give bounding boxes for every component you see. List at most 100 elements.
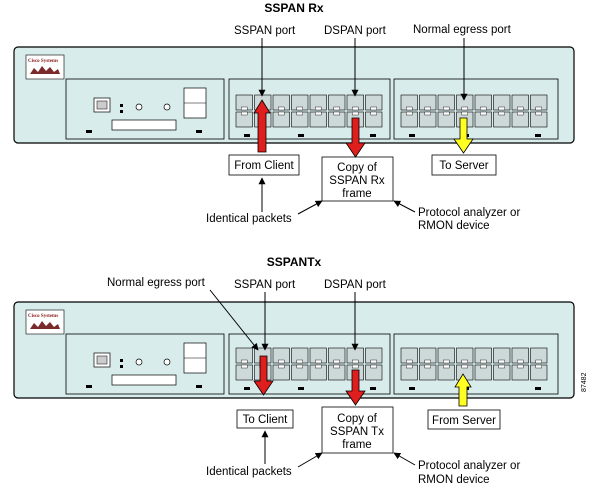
panel-sspan-rx: SSPAN Rx Cisco Systems [13,1,575,232]
port-latch [480,111,487,116]
port-latch [296,106,303,111]
port-latch [406,364,413,369]
port-latch [296,364,303,369]
normal-egress-pointer [209,289,259,351]
line-card-2 [393,333,559,395]
port-latch [333,364,340,369]
analyzer-pointer [393,452,416,466]
identical-packets-label: Identical packets [206,213,292,225]
figure-number: 87482 [581,372,588,392]
port-latch [461,359,468,364]
analyzer-line2: RMON device [418,220,490,232]
port-grid-1 [235,347,383,390]
cisco-logo-text: Cisco Systems [28,314,58,319]
port-latch [315,106,322,111]
copy-frame-line1: Copy of [337,162,377,174]
port-latch [333,111,340,116]
panel-title: SSPAN Rx [264,1,323,15]
from-server-label: From Server [432,415,496,427]
status-led [244,387,250,390]
port-latch [480,359,487,364]
port-latch [352,106,359,111]
port-latch [535,364,542,369]
status-led [370,387,376,390]
port-latch [370,111,377,116]
port-latch [241,111,248,116]
port-latch [461,364,468,369]
port-latch [278,111,285,116]
port-latch [498,106,505,111]
status-led [370,134,376,137]
port-latch [517,364,524,369]
sspan-port-label: SSPAN port [234,25,296,37]
port-latch [424,364,431,369]
copy-frame-line3: frame [342,188,371,200]
cisco-logo [25,54,65,80]
status-led [298,134,304,137]
module-leds [86,359,202,388]
status-led [535,134,541,137]
port-latch [352,359,359,364]
port-latch [498,111,505,116]
identical-packets-label: Identical packets [206,466,292,478]
sspan-port-label: SSPAN port [234,279,296,291]
port-latch [424,111,431,116]
analyzer-line2: RMON device [418,474,490,486]
switch-chassis: Cisco Systems [13,301,575,399]
port-latch [517,111,524,116]
copy-frame-line1: Copy of [337,413,377,425]
port-latch [333,359,340,364]
normal-egress-port-label: Normal egress port [107,277,206,289]
analyzer-line1: Protocol analyzer or [418,207,520,219]
port-latch [535,359,542,364]
port-latch [296,111,303,116]
to-server-label: To Server [439,160,488,172]
dspan-port-label: DSPAN port [324,25,387,37]
port-latch [278,364,285,369]
port-latch [406,359,413,364]
port-latch [424,106,431,111]
from-client-box [228,154,300,176]
port-latch [370,359,377,364]
status-led [244,134,250,137]
identical-packets-pointer-right [297,200,323,215]
to-client-box [236,409,294,429]
port-latch [443,364,450,369]
analyzer-line1: Protocol analyzer or [418,460,520,472]
port-latch [517,106,524,111]
from-server-box [427,409,501,430]
status-led [535,387,541,390]
port-latch [241,364,248,369]
port-latch [461,106,468,111]
port-latch [241,106,248,111]
copy-frame-line3: frame [342,439,371,451]
port-latch [278,106,285,111]
panel-title: SSPANTx [267,255,322,269]
port-latch [480,364,487,369]
module-leds [86,104,202,133]
to-server-box [431,154,497,176]
status-led [409,387,415,390]
port-latch [443,111,450,116]
port-latch [498,364,505,369]
cisco-logo [25,309,65,335]
port-grid-2 [400,347,548,390]
normal-egress-port-label: Normal egress port [413,24,512,36]
yellow-arrow-up-icon [454,373,472,407]
status-led [298,387,304,390]
from-client-label: From Client [234,160,294,172]
red-arrow-down-icon [345,117,366,158]
port-latch [498,359,505,364]
port-latch [315,364,322,369]
panel-sspan-tx: SSPANTx Cisco Systems N [13,255,575,486]
switch-chassis: Cisco Systems [13,46,575,144]
port-latch [424,359,431,364]
port-latch [370,364,377,369]
copy-frame-box [321,406,394,454]
port-latch [535,106,542,111]
port-latch [296,359,303,364]
port-latch [406,106,413,111]
copy-frame-line2: SSPAN Tx [330,426,384,438]
red-arrow-down-icon [253,355,274,396]
